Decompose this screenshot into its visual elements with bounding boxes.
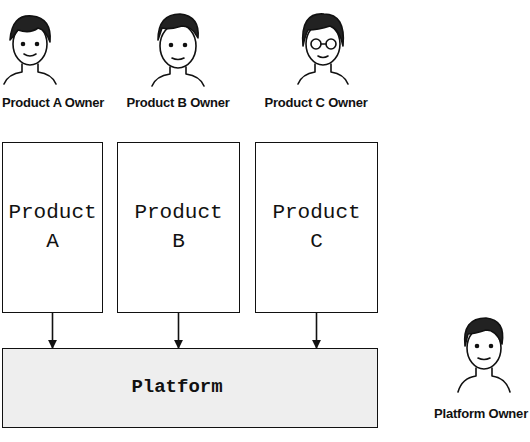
product-box: Product A xyxy=(2,142,103,313)
box-label: Product C xyxy=(272,199,362,256)
owner-a-figure xyxy=(4,16,56,84)
box-label: Product B xyxy=(134,199,224,256)
platform-owner-figure xyxy=(458,318,510,392)
owner-c-figure xyxy=(298,14,348,84)
box-label: Product A xyxy=(8,199,98,256)
dependency-arrow xyxy=(178,313,180,348)
owner-label: Product B Owner xyxy=(120,95,236,110)
dependency-arrow xyxy=(316,313,318,348)
owner-label: Product A Owner xyxy=(2,95,117,110)
product-box: Product B xyxy=(117,142,240,313)
box-label: Platform xyxy=(7,375,347,401)
product-box: Product C xyxy=(255,142,378,313)
owner-b-figure xyxy=(152,14,204,86)
platform-box: Platform xyxy=(2,348,378,428)
owner-label: Product C Owner xyxy=(258,95,374,110)
owner-label: Platform Owner xyxy=(400,406,528,421)
dependency-arrow xyxy=(52,313,54,348)
